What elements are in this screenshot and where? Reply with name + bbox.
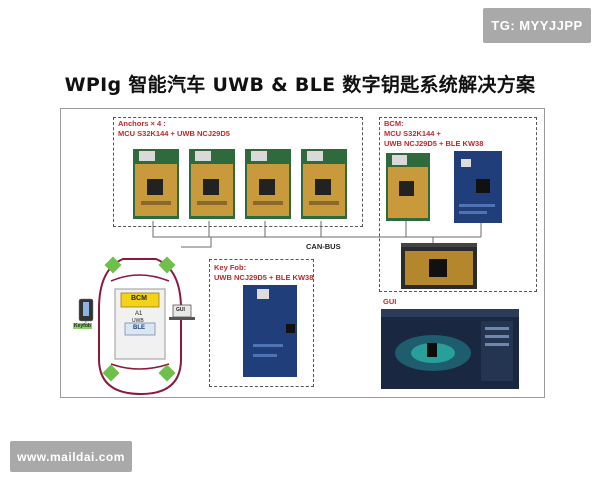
car-gui-label: GUI: [176, 307, 185, 313]
diagram-frame: Anchors × 4 : MCU S32K144 + UWB NCJ29D5 …: [60, 108, 545, 398]
car-a1-label: A1: [135, 311, 143, 317]
page-title: WPIg 智能汽车 UWB & BLE 数字钥匙系统解决方案: [64, 74, 536, 96]
car-keyfob-label: Keyfob: [73, 323, 92, 329]
watermark-top: TG: MYYJJPP: [483, 8, 591, 43]
keyfob-label-line2: UWB NCJ29D5 + BLE KW38: [214, 273, 314, 282]
anchor-board-3: [245, 149, 291, 219]
car-uwb-label: UWB: [132, 318, 144, 324]
bcm-anchor-board: [386, 153, 430, 221]
anchors-group: [113, 117, 363, 227]
anchor-board-2: [189, 149, 235, 219]
watermark-bottom: www.maildai.com: [10, 441, 132, 472]
bcm-group: [379, 117, 537, 292]
diagram-graphics: [78, 149, 519, 396]
bcm-label-line1: BCM:: [384, 119, 404, 128]
can-bus-label: CAN-BUS: [306, 242, 341, 251]
gui-screenshot: [381, 309, 519, 389]
car-diagram: [78, 256, 195, 396]
keyfob-label-line1: Key Fob:: [214, 263, 247, 272]
anchor-board-1: [133, 149, 179, 219]
bcm-main-board: [401, 243, 477, 289]
keyfob-board: [243, 285, 297, 377]
bcm-ble-board: [454, 151, 502, 223]
car-ble-label: BLE: [133, 325, 145, 331]
bcm-label-line3: UWB NCJ29D5 + BLE KW38: [384, 139, 484, 148]
keyfob-group: [209, 259, 314, 387]
gui-label: GUI: [383, 297, 397, 306]
car-bcm-label: BCM: [131, 295, 147, 302]
anchors-label-line2: MCU S32K144 + UWB NCJ29D5: [118, 129, 230, 138]
anchors-label-line1: Anchors × 4 :: [118, 119, 166, 128]
bcm-label-line2: MCU S32K144 +: [384, 129, 441, 138]
anchor-board-4: [301, 149, 347, 219]
